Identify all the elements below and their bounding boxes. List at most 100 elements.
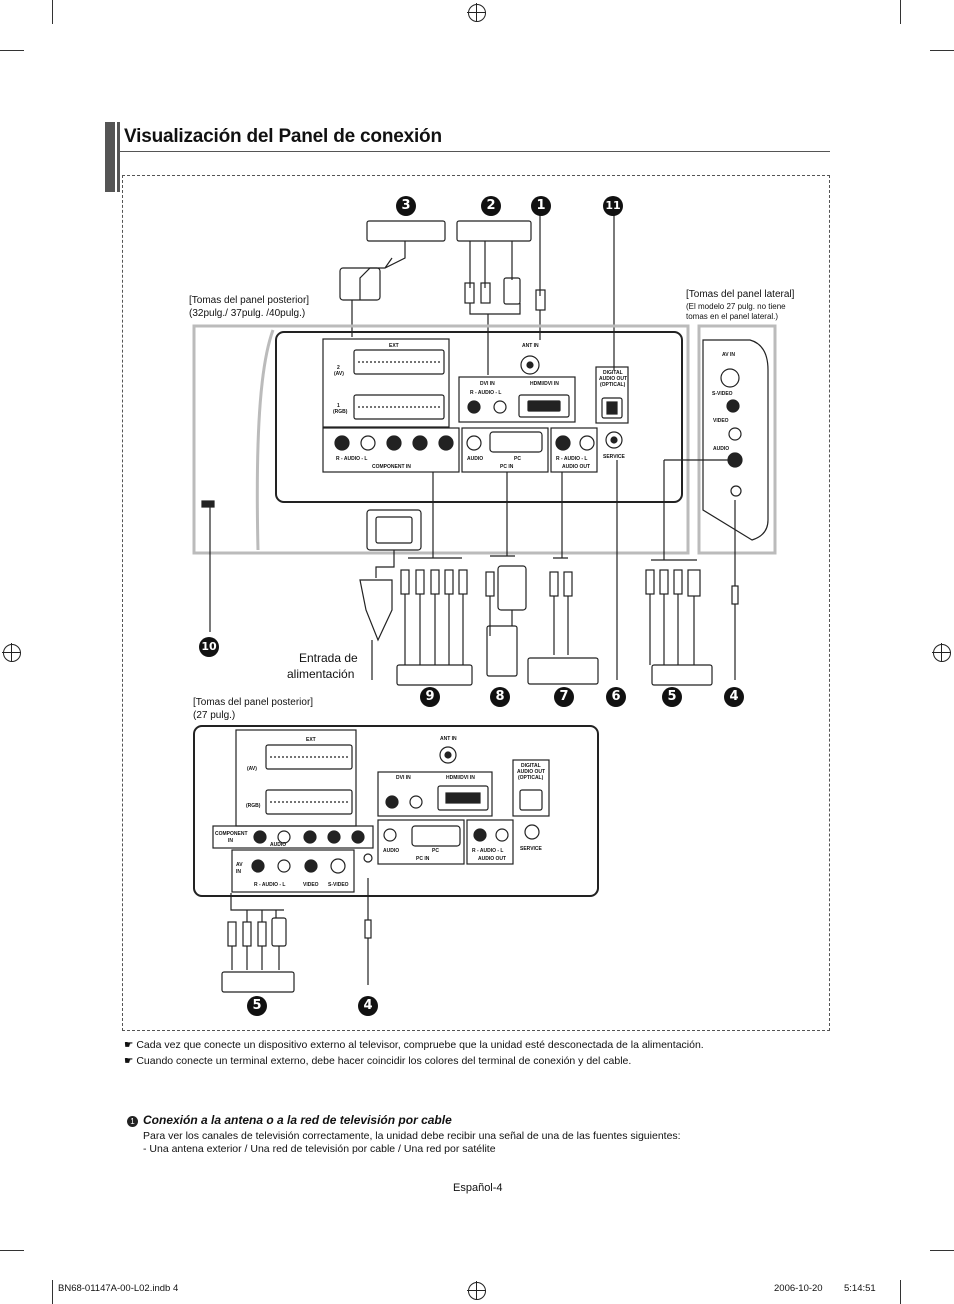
crop-mark xyxy=(52,0,53,24)
diagram-frame xyxy=(122,175,830,1031)
panel-label-s-video: S-VIDEO xyxy=(712,391,733,397)
rear-panel-small-size: (27 pulg.) xyxy=(193,710,236,721)
hand-pointer-icon: ☛ xyxy=(124,1039,134,1051)
crop-mark xyxy=(930,1250,954,1251)
title-rule xyxy=(118,151,830,152)
panel-label-audio-rl: R - AUDIO - L xyxy=(556,456,588,462)
side-panel-label: [Tomas del panel lateral] xyxy=(686,289,795,300)
panel-label-s-video: S-VIDEO xyxy=(328,882,349,888)
hand-pointer-icon: ☛ xyxy=(124,1055,134,1067)
crop-mark xyxy=(930,50,954,51)
device-box xyxy=(366,220,446,242)
panel-label-component: COMPONENT xyxy=(215,831,248,837)
callout-5: 5 xyxy=(662,687,682,707)
panel-label-audio: AUDIO xyxy=(467,456,484,462)
panel-label-in: IN xyxy=(236,869,241,875)
registration-mark-icon xyxy=(467,1281,486,1300)
rear-panel-small-label: [Tomas del panel posterior] xyxy=(193,697,314,708)
panel-label-ext1: (RGB) xyxy=(333,409,348,415)
panel-label-component-in: COMPONENT IN xyxy=(372,464,411,470)
panel-label-in: IN xyxy=(228,838,233,844)
panel-label-audio: AUDIO xyxy=(713,446,730,452)
panel-label-ext: EXT xyxy=(306,737,316,743)
panel-label-ext: EXT xyxy=(389,343,399,349)
panel-label-digital: AUDIO OUT xyxy=(599,376,628,382)
panel-label-pc: PC xyxy=(514,456,521,462)
callout-7: 7 xyxy=(554,687,574,707)
panel-label-hdmi: HDMI/DVI IN xyxy=(530,381,559,387)
file-name: BN68-01147A-00-L02.indb 4 xyxy=(58,1283,179,1294)
callout-6: 6 xyxy=(606,687,626,707)
crop-mark xyxy=(0,1250,24,1251)
power-label: alimentación xyxy=(287,667,355,681)
panel-label-ext1: 1 xyxy=(337,403,340,409)
section-number: 1 xyxy=(127,1116,138,1127)
section-title: Conexión a la antena o a la red de telev… xyxy=(143,1113,452,1127)
callout-1: 1 xyxy=(531,196,551,216)
callout-3: 3 xyxy=(396,196,416,216)
panel-label-audio: AUDIO xyxy=(270,842,287,848)
crop-mark xyxy=(52,1280,53,1304)
panel-label-digital: DIGITAL xyxy=(521,763,541,769)
crop-mark xyxy=(900,0,901,24)
panel-label-audio-out: AUDIO OUT xyxy=(478,856,507,862)
panel-label-digital: DIGITAL xyxy=(603,370,623,376)
panel-label-hdmi: HDMI/DVI IN xyxy=(446,775,475,781)
print-time: 5:14:51 xyxy=(844,1283,876,1294)
panel-label-pc: PC xyxy=(432,848,439,854)
callout-8: 8 xyxy=(490,687,510,707)
callout-10: 10 xyxy=(199,637,219,657)
panel-label-audio-rl: R - AUDIO - L xyxy=(472,848,504,854)
page-number: Español-4 xyxy=(453,1182,503,1194)
panel-label-dvi-in: DVI IN xyxy=(396,775,411,781)
panel-label-audio-rl: R - AUDIO - L xyxy=(336,456,368,462)
panel-label-video: VIDEO xyxy=(713,418,729,424)
crop-mark xyxy=(900,1280,901,1304)
note-item: ☛ Cuando conecte un terminal externo, de… xyxy=(124,1054,824,1068)
registration-mark-icon xyxy=(467,3,486,22)
panel-label-digital: (OPTICAL) xyxy=(600,382,626,388)
title-accent-bar xyxy=(117,122,120,192)
callout-4: 4 xyxy=(724,687,744,707)
page-title: Visualización del Panel de conexión xyxy=(124,126,442,147)
panel-label-ext1: (RGB) xyxy=(246,803,261,809)
rca-cable-set xyxy=(400,569,468,665)
device-box xyxy=(456,220,532,242)
registration-mark-icon xyxy=(2,643,21,662)
panel-label-audio-rl: R - AUDIO - L xyxy=(470,390,502,396)
power-label: Entrada de xyxy=(299,651,358,665)
side-panel-note: (El modelo 27 pulg. no tiene xyxy=(686,302,786,311)
panel-label-av: AV xyxy=(236,862,243,868)
callout-5: 5 xyxy=(247,996,267,1016)
panel-label-audio-out: AUDIO OUT xyxy=(562,464,591,470)
note-item: ☛ Cada vez que conecte un dispositivo ex… xyxy=(124,1038,824,1052)
section-text: Para ver los canales de televisión corre… xyxy=(143,1130,681,1142)
panel-label-pc-in: PC IN xyxy=(416,856,430,862)
section-text: - Una antena exterior / Una red de telev… xyxy=(143,1143,496,1155)
panel-label-audio-rl: R - AUDIO - L xyxy=(254,882,286,888)
callout-2: 2 xyxy=(481,196,501,216)
rear-panel-sizes: (32pulg./ 37pulg. /40pulg.) xyxy=(189,308,306,319)
rear-panel-label: [Tomas del panel posterior] xyxy=(189,295,310,306)
panel-label-digital: AUDIO OUT xyxy=(517,769,546,775)
side-panel-note: tomas en el panel lateral.) xyxy=(686,312,779,321)
panel-label-digital: (OPTICAL) xyxy=(518,775,544,781)
panel-label-pc-in: PC IN xyxy=(500,464,514,470)
callout-11: 11 xyxy=(603,196,623,216)
callout-4: 4 xyxy=(358,996,378,1016)
panel-label-ext2: (AV) xyxy=(334,371,344,377)
panel-label-service: SERVICE xyxy=(520,846,542,852)
note-text: Cada vez que conecte un dispositivo exte… xyxy=(136,1039,704,1051)
panel-label-service: SERVICE xyxy=(603,454,625,460)
panel-label-dvi-in: DVI IN xyxy=(480,381,495,387)
panel-label-ext2: 2 xyxy=(337,365,340,371)
panel-label-video: VIDEO xyxy=(303,882,319,888)
note-text: Cuando conecte un terminal externo, debe… xyxy=(136,1055,632,1067)
callout-9: 9 xyxy=(420,687,440,707)
panel-label-ext2: (AV) xyxy=(247,766,257,772)
crop-mark xyxy=(0,50,24,51)
panel-label-av-in: AV IN xyxy=(722,352,735,358)
panel-label-ant-in: ANT IN xyxy=(522,343,539,349)
scart-plug xyxy=(339,267,381,301)
